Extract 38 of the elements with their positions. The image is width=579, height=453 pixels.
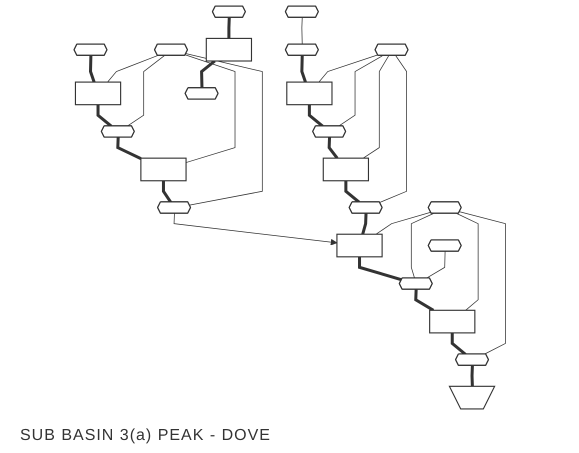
- connector: [116, 137, 142, 160]
- connector: [338, 55, 383, 127]
- connector: [327, 137, 338, 160]
- node-box: [206, 38, 252, 62]
- connector: [308, 104, 324, 128]
- connector: [450, 332, 466, 356]
- connector: [88, 56, 96, 83]
- diagram-title: SUB BASIN 3(a) PEAK - DOVE: [20, 427, 271, 445]
- connector: [358, 256, 402, 282]
- connector: [301, 17, 302, 45]
- connector: [414, 290, 434, 312]
- connector: [126, 55, 164, 127]
- node-box: [286, 82, 332, 106]
- connector: [459, 211, 506, 355]
- connector: [106, 55, 158, 82]
- connector: [96, 104, 112, 128]
- node-box: [336, 234, 382, 258]
- connector: [300, 56, 307, 83]
- node-box: [74, 82, 121, 106]
- connector: [410, 213, 434, 279]
- connector: [470, 366, 474, 387]
- connector: [185, 53, 262, 206]
- connector: [318, 54, 378, 82]
- connector: [344, 180, 360, 204]
- connector: [361, 213, 368, 235]
- connector: [227, 18, 231, 38]
- connector: [379, 55, 407, 203]
- arrow: [173, 213, 337, 246]
- connector: [362, 55, 389, 159]
- connector: [200, 60, 216, 88]
- node-box: [140, 158, 186, 182]
- node-box: [322, 158, 369, 182]
- node-box: [428, 310, 476, 334]
- connector: [162, 180, 172, 204]
- connector: [184, 54, 236, 163]
- connector: [375, 212, 431, 235]
- connector: [456, 213, 478, 311]
- node-triangle: [448, 386, 496, 410]
